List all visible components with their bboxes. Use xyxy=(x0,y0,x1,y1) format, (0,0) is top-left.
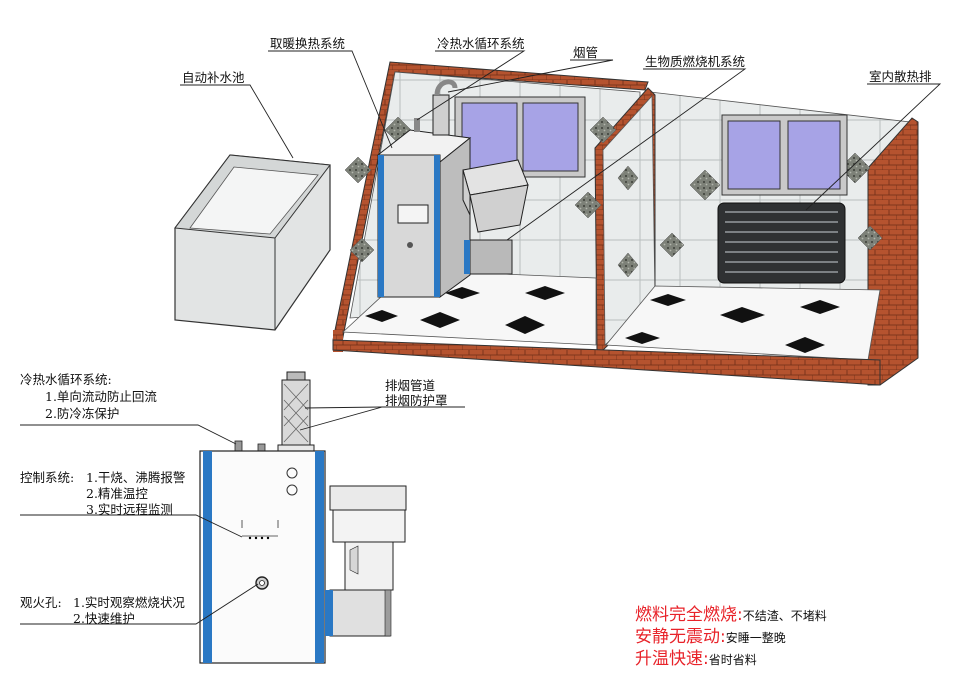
label-radiator: 室内散热排 xyxy=(869,69,932,84)
control-system-item-3: 3.实时远程监测 xyxy=(86,502,173,517)
indoor-radiator xyxy=(717,202,846,284)
auto-water-tank xyxy=(174,154,331,331)
label-exhaust-cover: 排烟防护罩 xyxy=(385,393,448,408)
label-auto-tank: 自动补水池 xyxy=(182,70,245,85)
water-cycle-title: 冷热水循环系统: xyxy=(20,372,112,387)
peephole-title: 观火孔: xyxy=(20,595,62,610)
boiler-upper xyxy=(376,79,472,298)
feature-title: 燃料完全燃烧: xyxy=(635,605,743,625)
feature-title: 安静无震动: xyxy=(635,627,726,647)
window-right xyxy=(721,114,848,196)
control-system-title: 控制系统: xyxy=(20,470,74,485)
house-cutaway xyxy=(174,61,919,386)
control-system-item-1: 1.干烧、沸腾报警 xyxy=(86,470,185,485)
control-system-item-2: 2.精准温控 xyxy=(86,486,148,501)
peephole-item-1: 1.实时观察燃烧状况 xyxy=(73,595,185,610)
callout-lines-lower xyxy=(20,406,465,625)
label-water-cycle: 冷热水循环系统 xyxy=(437,36,525,51)
biomass-burner-upper xyxy=(462,159,529,275)
feature-detail: 安睡一整晚 xyxy=(726,630,786,645)
boiler-front-view xyxy=(199,371,407,664)
feature-detail: 不结渣、不堵料 xyxy=(743,609,827,623)
label-flue: 烟管 xyxy=(573,45,598,60)
label-biomass-burner: 生物质燃烧机系统 xyxy=(645,54,745,69)
feature-item: 燃料完全燃烧:不结渣、不堵料 xyxy=(635,605,827,625)
feature-title: 升温快速: xyxy=(635,649,709,669)
feature-detail: 省时省料 xyxy=(709,653,757,667)
feature-list: 燃料完全燃烧:不结渣、不堵料 安静无震动:安睡一整晚 升温快速:省时省料 xyxy=(635,605,827,669)
callout-lines-upper xyxy=(180,50,942,241)
feature-item: 安静无震动:安睡一整晚 xyxy=(635,627,786,647)
water-cycle-item-1: 1.单向流动防止回流 xyxy=(45,389,157,404)
label-exhaust-pipe: 排烟管道 xyxy=(385,378,436,393)
water-cycle-item-2: 2.防冷冻保护 xyxy=(45,406,119,421)
peephole-item-2: 2.快速维护 xyxy=(73,611,135,626)
feature-item: 升温快速:省时省料 xyxy=(635,649,757,669)
label-heating-exchange: 取暖换热系统 xyxy=(270,36,345,51)
